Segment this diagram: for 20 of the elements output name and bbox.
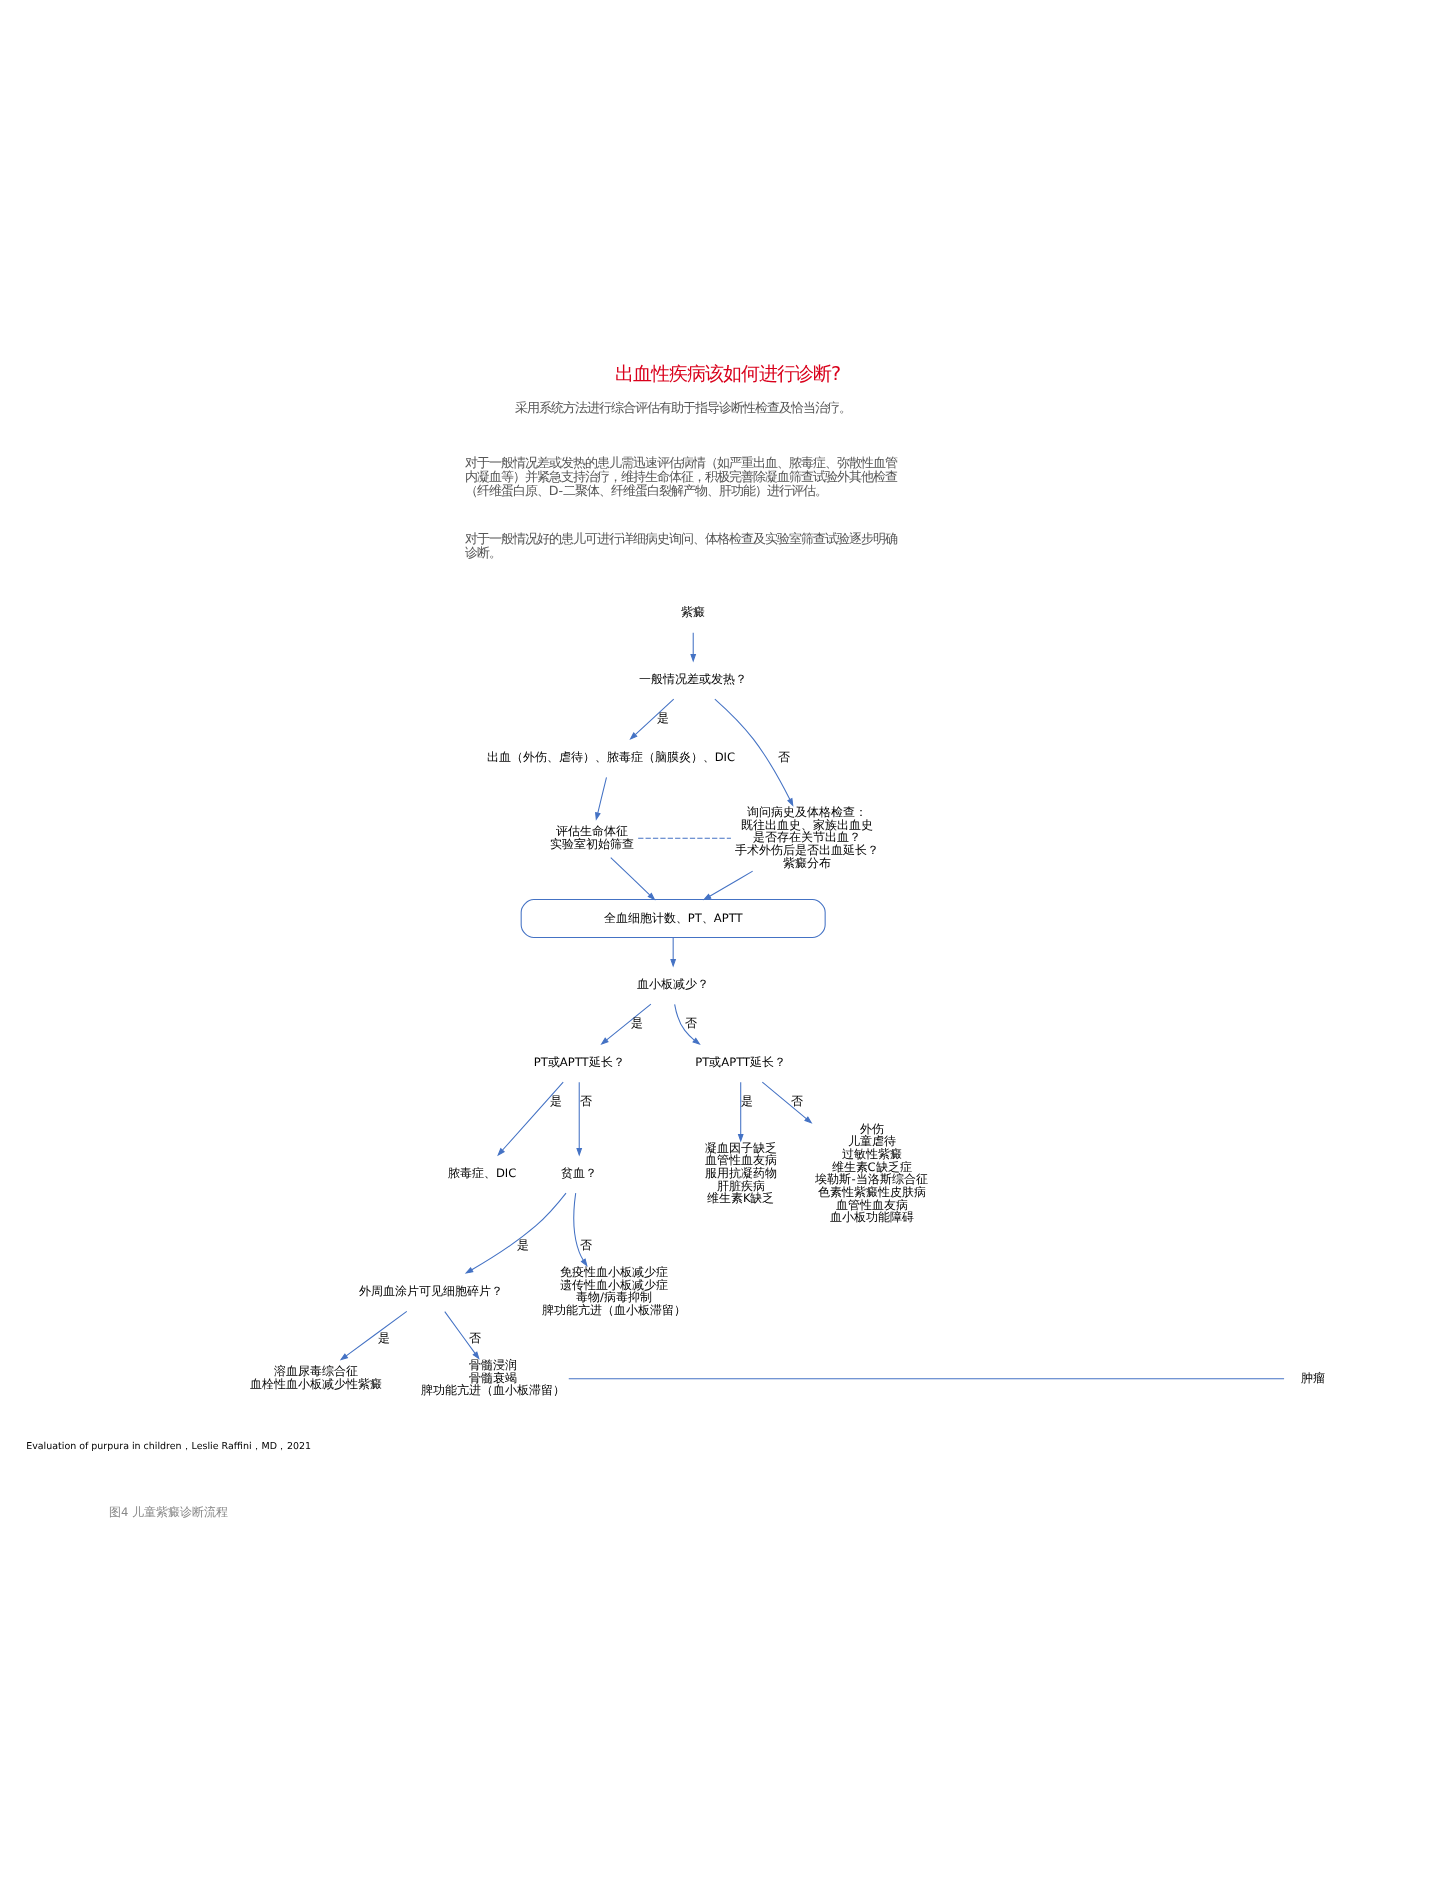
arrow — [629, 698, 675, 740]
arrow — [600, 1003, 652, 1045]
arrow — [670, 937, 677, 968]
arrow — [761, 1081, 813, 1124]
arrow — [610, 857, 656, 901]
diagram-title: 出血性疾病该如何进行诊断? — [614, 363, 842, 386]
arrow — [690, 632, 697, 663]
arrow — [714, 698, 794, 807]
arrow — [737, 1081, 744, 1143]
arrow — [674, 1003, 701, 1045]
connector — [637, 837, 732, 839]
arrow — [497, 1081, 564, 1157]
arrow — [595, 776, 607, 821]
arrow — [444, 1311, 480, 1360]
arrow — [573, 1192, 588, 1267]
connector — [568, 1378, 1285, 1380]
arrow — [339, 1310, 408, 1361]
arrow — [464, 1192, 567, 1274]
arrow — [702, 870, 754, 901]
arrow — [576, 1081, 583, 1157]
